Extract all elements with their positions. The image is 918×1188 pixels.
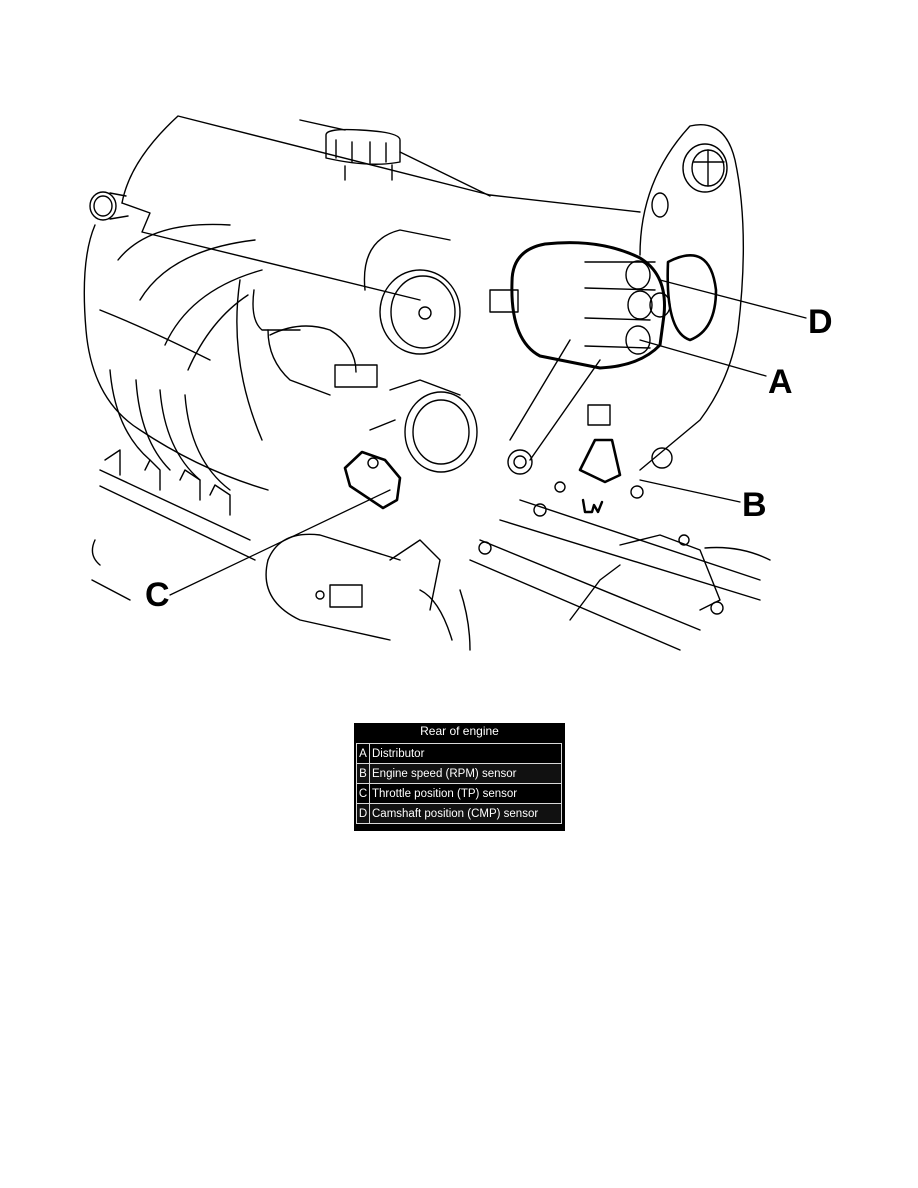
callout-c: C xyxy=(145,576,170,614)
legend-text: Engine speed (RPM) sensor xyxy=(369,763,562,784)
engine-diagram: D A B C xyxy=(83,115,833,651)
legend-text: Camshaft position (CMP) sensor xyxy=(369,803,562,824)
legend-row: B Engine speed (RPM) sensor xyxy=(356,763,562,784)
legend-key: C xyxy=(356,783,370,804)
callout-a: A xyxy=(768,363,793,401)
legend-row: C Throttle position (TP) sensor xyxy=(356,783,562,804)
engine-illustration xyxy=(83,115,807,651)
callout-b: B xyxy=(742,486,767,524)
legend-text: Distributor xyxy=(369,743,562,764)
legend-row: D Camshaft position (CMP) sensor xyxy=(356,803,562,824)
legend-box: Rear of engine A Distributor B Engine sp… xyxy=(354,723,565,831)
legend-title: Rear of engine xyxy=(420,724,499,738)
legend-key: D xyxy=(356,803,370,824)
legend-key: B xyxy=(356,763,370,784)
legend-text: Throttle position (TP) sensor xyxy=(369,783,562,804)
legend-key: A xyxy=(356,743,370,764)
callout-d: D xyxy=(808,303,833,341)
legend-row: A Distributor xyxy=(356,743,562,764)
legend-table: A Distributor B Engine speed (RPM) senso… xyxy=(356,743,562,824)
